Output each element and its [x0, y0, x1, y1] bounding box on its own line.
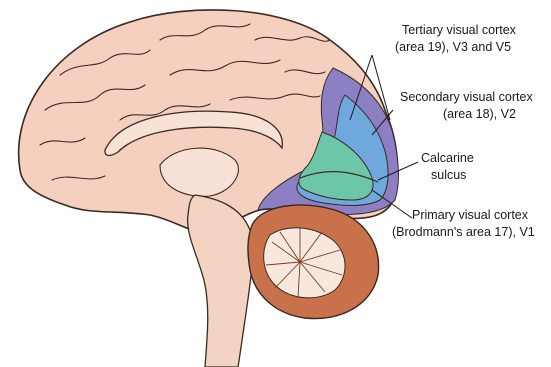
label-tertiary-line1: Tertiary visual cortex	[402, 23, 517, 37]
label-calcarine-line2: sulcus	[431, 168, 466, 182]
label-secondary-line1: Secondary visual cortex	[400, 90, 533, 104]
label-calcarine-line1: Calcarine	[421, 151, 474, 165]
label-secondary-line2: (area 18), V2	[443, 107, 516, 121]
label-calcarine: Calcarine sulcus	[421, 151, 474, 182]
label-primary-line1: Primary visual cortex	[412, 208, 529, 222]
label-tertiary: Tertiary visual cortex (area 19), V3 and…	[395, 23, 517, 54]
label-primary-line2: (Brodmann's area 17), V1	[392, 225, 535, 239]
label-tertiary-line2: (area 19), V3 and V5	[395, 40, 511, 54]
label-primary: Primary visual cortex (Brodmann's area 1…	[392, 208, 535, 239]
label-secondary: Secondary visual cortex (area 18), V2	[400, 90, 533, 121]
brainstem	[188, 195, 253, 367]
